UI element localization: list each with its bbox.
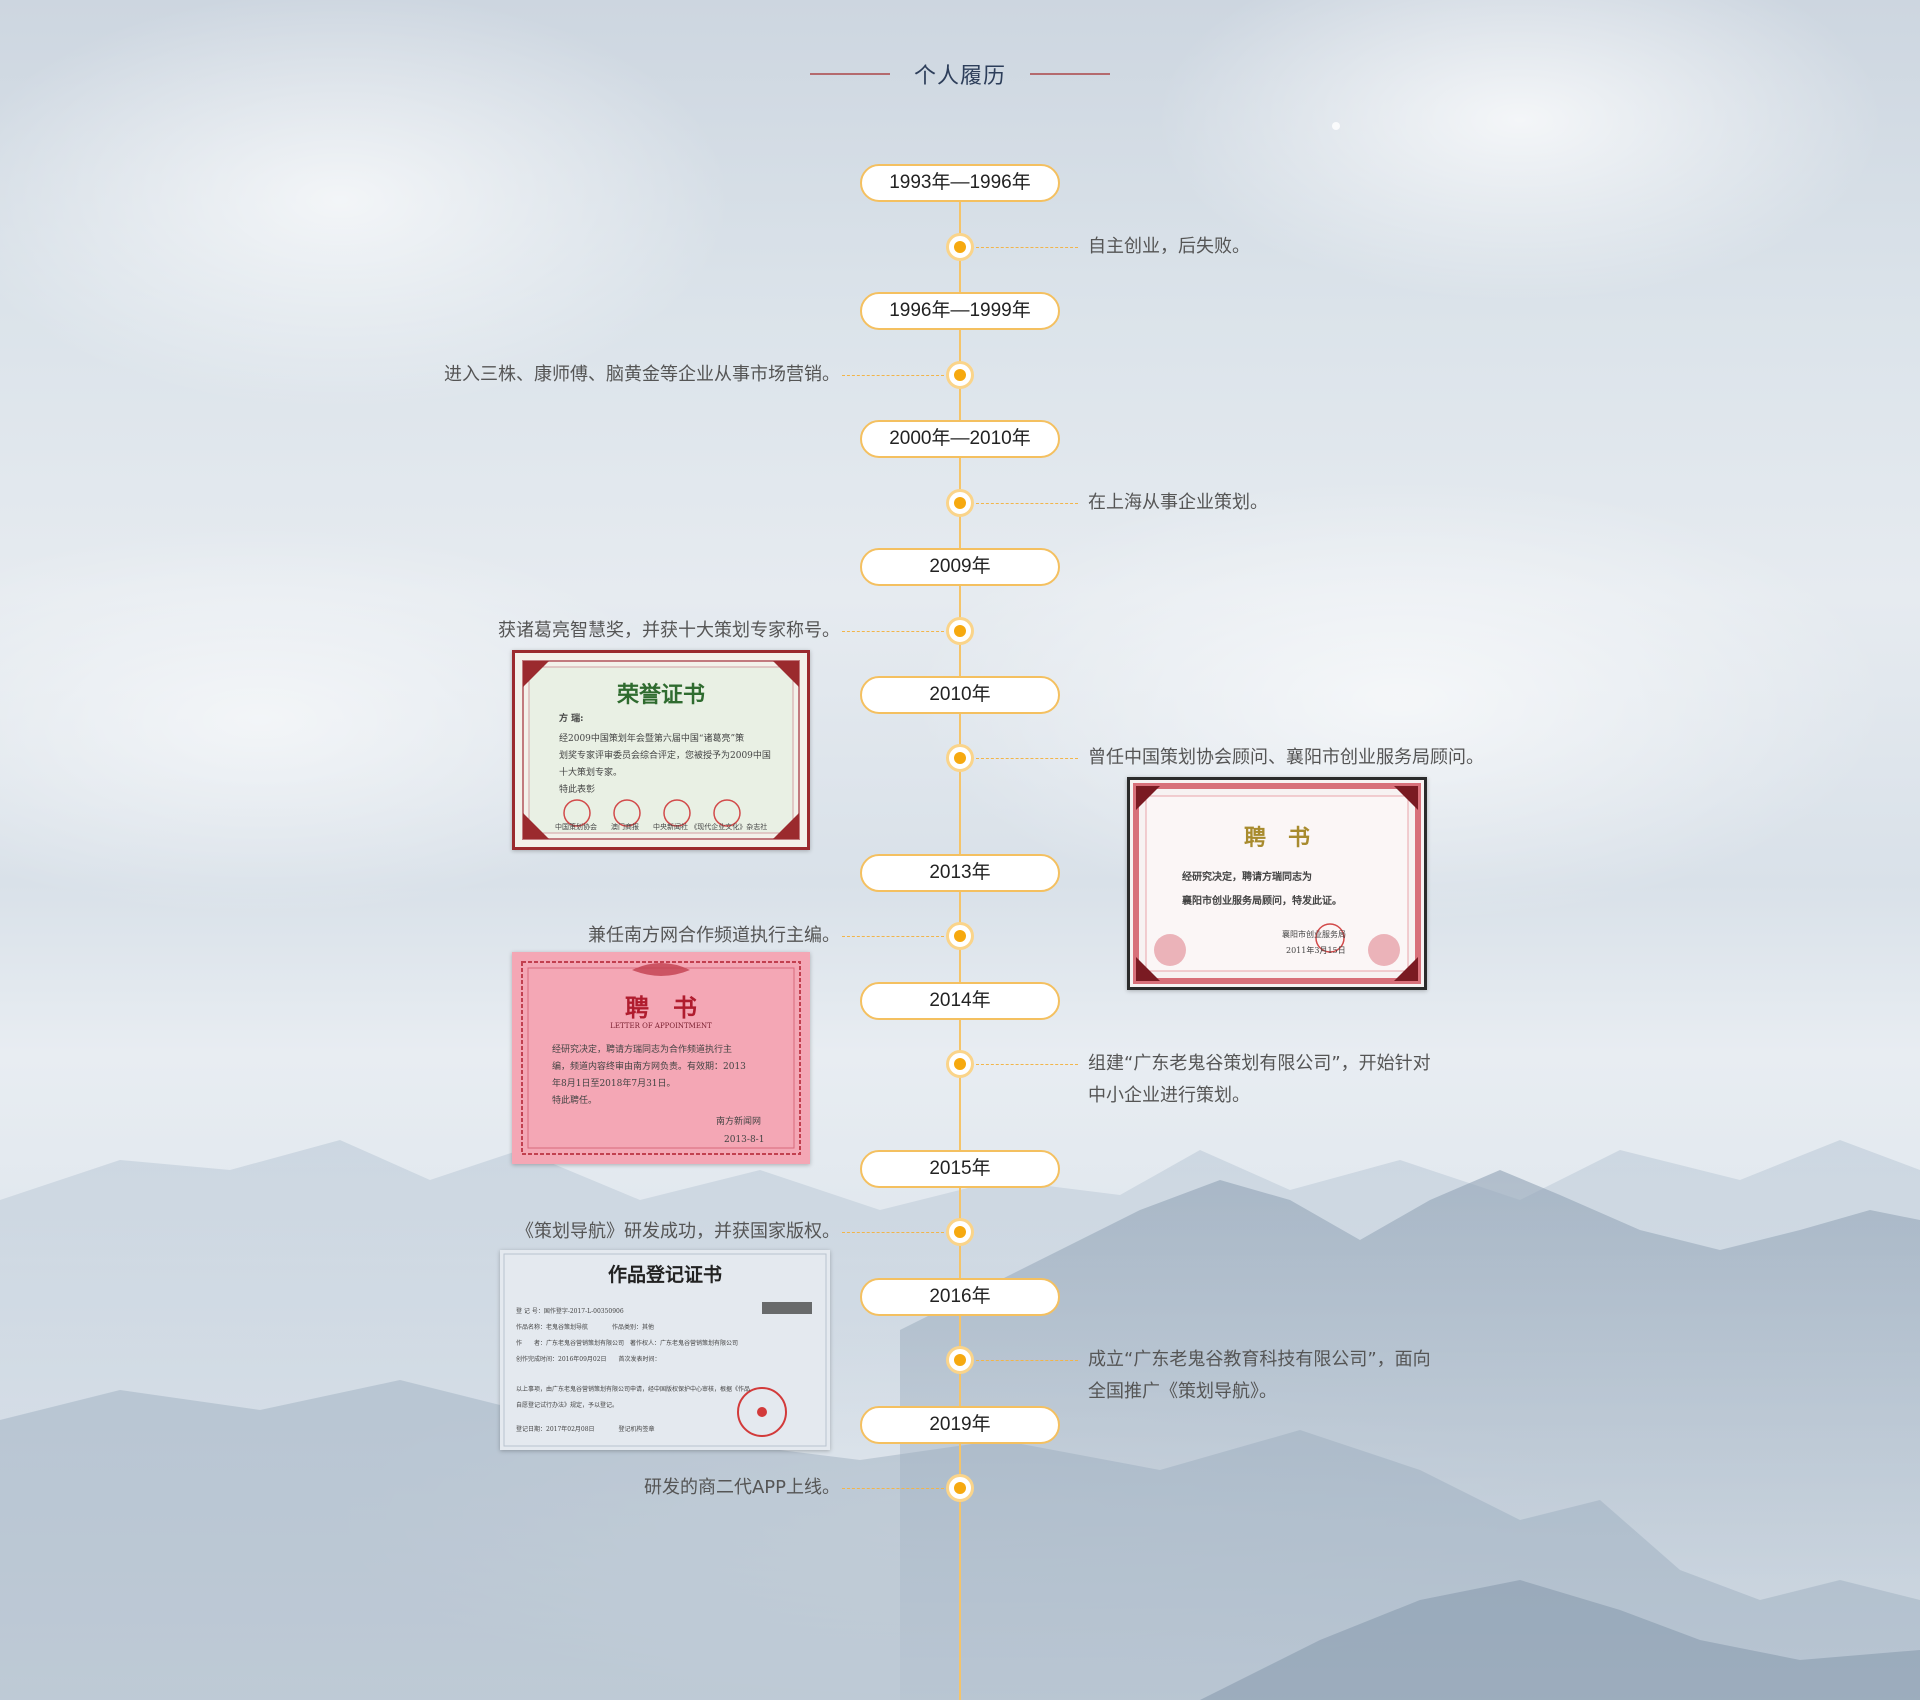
event-line: 获诸葛亮智慧奖，并获十大策划专家称号。 [498,620,840,641]
certificate-date: 2011年3月15日 [1286,946,1346,955]
connector-line [842,936,944,937]
event-line: 兼任南方网合作频道执行主编。 [588,925,840,946]
certificate-line: 作 者：广东老鬼谷营销策划有限公司 著作权人：广东老鬼谷营销策划有限公司 [516,1340,739,1347]
timeline-dot [946,1218,974,1246]
certificate-line: 作品名称：老鬼谷策划导航 作品类别：其他 [516,1324,655,1331]
timeline-dot [946,1050,974,1078]
copyright-registration-certificate-image: 作品登记证书 登 记 号：国作登字-2017-L-00350906 作品名称：老… [500,1250,830,1450]
certificate-line: 自愿登记试行办法》规定，予以登记。 [516,1402,619,1409]
certificate-body: 登 记 号：国作登字-2017-L-00350906 作品名称：老鬼谷策划导航 … [516,1304,816,1438]
certificate-body: 经研究决定，聘请方瑞同志为 襄阳市创业服务局顾问，特发此证。 [1182,866,1342,914]
event-line: 自主创业，后失败。 [1088,236,1250,257]
year-pill: 1993年—1996年 [860,164,1060,202]
connector-line [976,758,1078,759]
event-line: 《策划导航》研发成功，并获国家版权。 [516,1221,840,1242]
timeline-dot [946,1346,974,1374]
certificate-line: 特此聘任。 [552,1096,598,1106]
year-pill: 2010年 [860,676,1060,714]
event-text: 成立“广东老鬼谷教育科技有限公司”，面向 全国推广《策划导航》。 [1088,1344,1431,1408]
title-rule-left [810,73,890,75]
certificate-line: 登 记 号：国作登字-2017-L-00350906 [516,1308,624,1315]
event-text: 自主创业，后失败。 [1088,231,1250,263]
timeline-dot [946,361,974,389]
certificate-line: 经研究决定，聘请方瑞同志为合作频道执行主 [552,1045,733,1055]
timeline-dot [946,744,974,772]
connector-line [976,503,1078,504]
event-text: 组建“广东老鬼谷策划有限公司”，开始针对 中小企业进行策划。 [1088,1048,1431,1112]
timeline-dot [946,489,974,517]
year-pill: 2009年 [860,548,1060,586]
timeline-dot [946,617,974,645]
connector-line [842,631,944,632]
year-pill: 2015年 [860,1150,1060,1188]
connector-line [976,247,1078,248]
certificate-line: 创作完成时间：2016年09月02日 首次发表时间： [516,1356,661,1363]
event-text: 《策划导航》研发成功，并获国家版权。 [516,1216,840,1248]
connector-line [842,1232,944,1233]
certificate-body: 经2009中国策划年会暨第六届中国“诸葛亮”策 划奖专家评审委员会综合评定，您被… [559,731,779,799]
certificate-line: 年8月1日至2018年7月31日。 [552,1079,676,1089]
certificate-title: 聘 书 [1243,825,1310,851]
certificate-issuer: 南方新闻网 [716,1117,762,1127]
connector-line [976,1360,1078,1361]
event-line: 组建“广东老鬼谷策划有限公司”，开始针对 [1088,1053,1431,1074]
event-line: 在上海从事企业策划。 [1088,492,1268,513]
title-rule-right [1030,73,1110,75]
certificate-issuers: 中国策划协会 澳门商报 中央新闻社 《现代企业文化》杂志社 [555,823,768,831]
spacer [516,1368,816,1382]
year-pill: 2000年—2010年 [860,420,1060,458]
certificate-line: 特此表彰 [559,785,596,795]
certificate-subtitle: LETTER OF APPOINTMENT [610,1022,712,1030]
certificate-line: 划奖专家评审委员会综合评定，您被授予为2009中国 [559,751,771,761]
certificate-title: 荣誉证书 [616,682,705,708]
certificate-recipient: 方 瑞: [559,714,584,724]
certificate-border-ornament [1133,783,1421,984]
certificate-title: 聘 书 [625,993,697,1022]
certificate-line: 经研究决定，聘请方瑞同志为 [1182,872,1312,883]
connector-line [842,375,944,376]
event-line: 研发的商二代APP上线。 [643,1477,840,1498]
year-pill: 2016年 [860,1278,1060,1316]
year-pill: 2014年 [860,982,1060,1020]
event-text: 在上海从事企业策划。 [1088,487,1268,519]
year-pill: 2019年 [860,1406,1060,1444]
certificate-line: 以上事项，由广东老鬼谷营销策划有限公司申请，经中国版权保护中心审核，根据《作品 [516,1386,751,1393]
timeline-dot [946,922,974,950]
event-text: 兼任南方网合作频道执行主编。 [588,920,840,952]
certificate-line: 登记日期：2017年02月08日 登记机构签章 [516,1426,655,1433]
honor-certificate-image: 荣誉证书 方 瑞: 经2009中国策划年会暨第六届中国“诸葛亮”策 划奖专家评审… [512,650,810,850]
event-line: 曾任中国策划协会顾问、襄阳市创业服务局顾问。 [1088,747,1484,768]
certificate-border-ornament [503,1253,827,1447]
certificate-line: 十大策划专家。 [559,768,623,778]
event-text: 获诸葛亮智慧奖，并获十大策划专家称号。 [498,615,840,647]
certificate-line: 经2009中国策划年会暨第六届中国“诸葛亮”策 [559,734,745,744]
event-text: 曾任中国策划协会顾问、襄阳市创业服务局顾问。 [1088,742,1484,774]
event-text: 研发的商二代APP上线。 [644,1472,840,1504]
certificate-title: 作品登记证书 [607,1264,722,1286]
event-line: 中小企业进行策划。 [1088,1085,1250,1106]
event-line: 成立“广东老鬼谷教育科技有限公司”，面向 [1088,1349,1431,1370]
connector-line [842,1488,944,1489]
certificate-line: 编，频道内容终审由南方网负责。有效期：2013 [552,1062,746,1072]
event-line: 全国推广《策划导航》。 [1088,1381,1277,1402]
section-title: 个人履历 [913,64,1006,89]
event-text: 进入三株、康师傅、脑黄金等企业从事市场营销。 [444,359,840,391]
certificate-date: 2013-8-1 [724,1135,765,1145]
certificate-issuer: 襄阳市创业服务局 [1282,930,1346,939]
connector-line [976,1064,1078,1065]
certificate-border-ornament [521,961,801,1155]
year-pill: 1996年—1999年 [860,292,1060,330]
nanfang-appointment-certificate-image: 聘 书 LETTER OF APPOINTMENT 经研究决定，聘请方瑞同志为合… [512,952,810,1164]
certificate-border-ornament [522,660,800,840]
event-line: 进入三株、康师傅、脑黄金等企业从事市场营销。 [444,364,840,385]
certificate-line: 襄阳市创业服务局顾问，特发此证。 [1182,896,1342,907]
year-pill: 2013年 [860,854,1060,892]
xiangyang-appointment-certificate-image: 聘 书 经研究决定，聘请方瑞同志为 襄阳市创业服务局顾问，特发此证。 襄阳市创业… [1127,777,1427,990]
timeline-dot [946,1474,974,1502]
timeline-dot [946,233,974,261]
certificate-body: 经研究决定，聘请方瑞同志为合作频道执行主 编，频道内容终审由南方网负责。有效期：… [552,1042,792,1110]
spacer [516,1414,816,1422]
